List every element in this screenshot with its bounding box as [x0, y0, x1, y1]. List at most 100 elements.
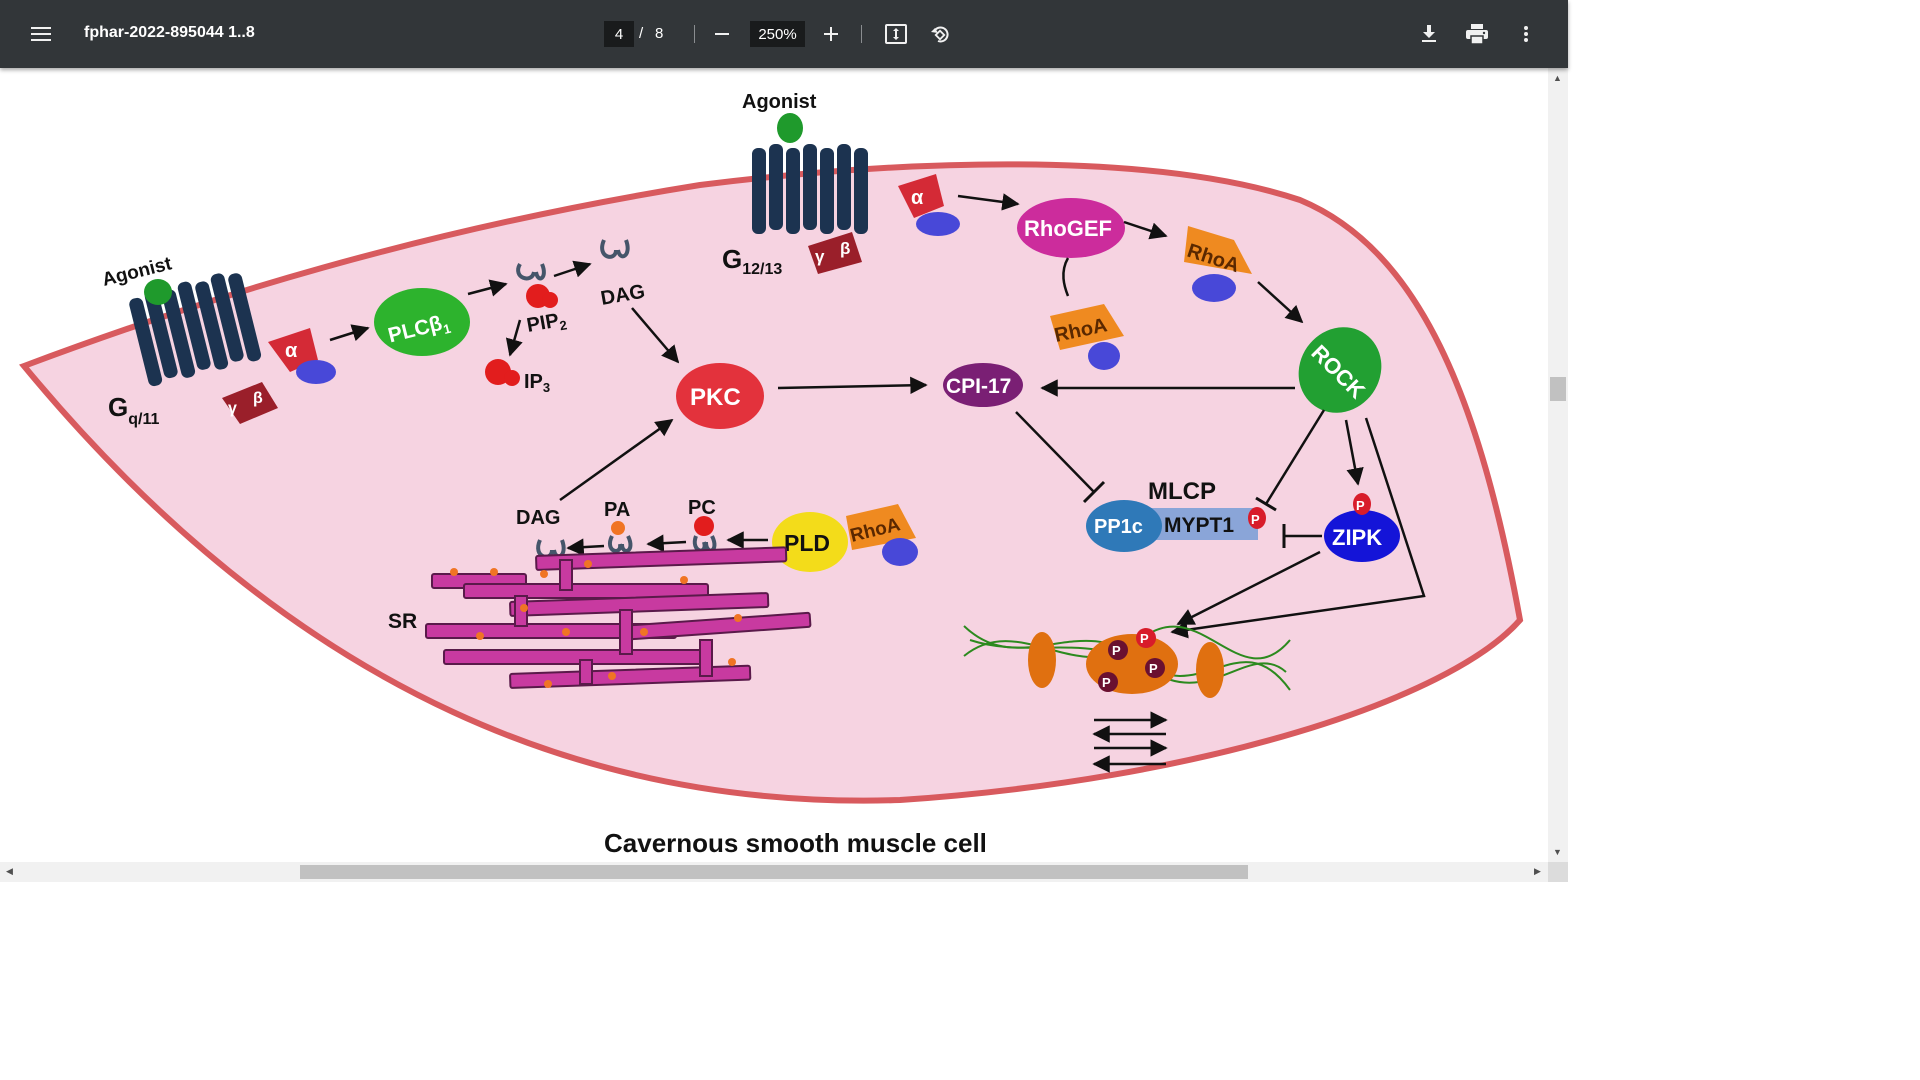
vertical-scroll-thumb[interactable] — [1550, 377, 1566, 401]
g1213-receptor — [752, 144, 868, 234]
arrow-pc-pa — [646, 534, 687, 552]
arrow-zipk-myosin — [1176, 550, 1321, 626]
arrow-plcb-pip2 — [467, 279, 508, 297]
zoom-in-icon[interactable] — [816, 20, 846, 48]
myosin-head-right — [1196, 642, 1224, 698]
mypt1-node — [1150, 508, 1258, 540]
inhibit-cpi17-mlcp — [1015, 411, 1095, 493]
pp1c-node — [1086, 500, 1162, 552]
arrow-dag-pkc — [631, 307, 680, 364]
fit-page-icon[interactable] — [881, 20, 911, 48]
rhogef-rhoa-link — [1062, 257, 1070, 297]
contraction-arrows — [1092, 711, 1168, 773]
gq-gamma-label: γ — [228, 400, 237, 417]
g1213-label: G12/13 — [722, 244, 782, 278]
scroll-down-arrow-icon[interactable]: ▼ — [1553, 847, 1562, 857]
print-icon[interactable] — [1462, 19, 1492, 49]
agonist-top-label: Agonist — [742, 91, 817, 113]
zipk-phospho — [1353, 493, 1371, 515]
pld-label: PLD — [784, 530, 830, 556]
scrollbar-corner — [1548, 862, 1568, 882]
pld-node — [772, 512, 848, 572]
document-title: fphar-2022-895044 1..8 — [84, 24, 255, 41]
g1213-alpha-label: α — [911, 187, 924, 209]
inhibit-rock-mlcp — [1264, 409, 1326, 505]
plcb-node — [374, 288, 470, 356]
arrow-rhoa-rock — [1257, 281, 1304, 324]
hamburger-menu-icon[interactable] — [22, 16, 60, 52]
vertical-scrollbar[interactable] — [1548, 68, 1568, 862]
arrow-rock-myosin — [1170, 417, 1426, 639]
pc-head — [694, 516, 714, 536]
scroll-left-arrow-icon[interactable]: ◀ — [6, 866, 13, 876]
cell-membrane — [19, 161, 1524, 804]
pc-label: PC — [688, 497, 716, 519]
g1213-bg-blue-subunit — [916, 212, 960, 236]
zipk-node — [1324, 510, 1400, 562]
gq-receptor — [129, 273, 262, 387]
signaling-pathway-figure: Agonist Gq/11 α γ β PLCβ1 PIP2 IP3 DAG P… — [19, 91, 1524, 804]
agonist-top-ligand — [777, 113, 803, 143]
total-pages: 8 — [655, 25, 664, 42]
g1213-alpha-subunit — [898, 174, 944, 218]
g1213-gamma-label: γ — [815, 247, 825, 266]
sr-label: SR — [388, 610, 417, 633]
more-options-icon[interactable] — [1511, 19, 1541, 49]
pkc-node — [676, 363, 764, 429]
rotate-icon[interactable] — [925, 19, 955, 49]
arrow-alpha-plcb — [329, 324, 370, 342]
mypt1-phospho — [1248, 507, 1266, 529]
sarcoplasmic-reticulum — [425, 546, 812, 689]
pdf-toolbar: fphar-2022-895044 1..8 4 / 8 250% — [0, 0, 1568, 68]
arrow-dag-pkc-bottom — [559, 418, 674, 502]
svg-text:P: P — [1356, 498, 1365, 513]
zipk-label: ZIPK — [1332, 525, 1382, 550]
mypt1-label: MYPT1 — [1164, 514, 1234, 537]
arrow-pa-dag — [566, 538, 605, 556]
cpi17-label: CPI-17 — [946, 375, 1011, 398]
pp1c-label: PP1c — [1094, 516, 1143, 538]
svg-text:P: P — [1112, 643, 1121, 658]
rock-node — [1298, 327, 1382, 413]
arrow-rhogef-rhoa — [1123, 220, 1168, 240]
scroll-up-arrow-icon[interactable]: ▲ — [1553, 73, 1562, 83]
pip2-lipid — [516, 263, 546, 281]
zoom-out-icon[interactable] — [707, 20, 737, 48]
myosin-head-left — [1028, 632, 1056, 688]
page-separator: / — [639, 25, 644, 42]
horizontal-scroll-thumb[interactable] — [300, 865, 1248, 879]
arrow-alpha-rhogef — [957, 193, 1020, 211]
arrow-pip2-ip3 — [505, 319, 523, 357]
toolbar-divider — [861, 25, 862, 43]
pkc-label: PKC — [690, 384, 741, 411]
dag-top-lipid — [600, 239, 630, 259]
gq-alpha-label: α — [285, 340, 298, 362]
svg-text:P: P — [1251, 512, 1260, 527]
gq-gamma-beta-subunit — [222, 382, 278, 424]
agonist-left-ligand — [144, 279, 172, 305]
g1213-gamma-beta-subunit — [808, 232, 862, 274]
document-viewport[interactable]: Agonist Gq/11 α γ β PLCβ1 PIP2 IP3 DAG P… — [0, 68, 1548, 862]
dag-bottom-label: DAG — [516, 507, 560, 529]
mlcp-label: MLCP — [1148, 478, 1216, 505]
download-icon[interactable] — [1414, 19, 1444, 49]
current-page-input[interactable]: 4 — [604, 21, 634, 47]
zoom-level-input[interactable]: 250% — [750, 21, 805, 47]
toolbar-divider — [694, 25, 695, 43]
scroll-right-arrow-icon[interactable]: ▶ — [1534, 866, 1541, 876]
rhogef-label: RhoGEF — [1024, 216, 1112, 241]
sr-calcium-dots — [450, 560, 742, 688]
rhoa-active-node — [1184, 226, 1252, 274]
figure-caption: Cavernous smooth muscle cell — [604, 828, 987, 858]
svg-text:P: P — [1140, 631, 1149, 646]
pa-head — [611, 521, 625, 535]
arrow-rock-zipk — [1344, 419, 1364, 486]
gq-label: Gq/11 — [108, 392, 159, 428]
gq-beta-label: β — [253, 390, 263, 407]
ip3-label: IP3 — [524, 371, 550, 395]
arrow-pip2-dag — [553, 260, 592, 278]
svg-text:P: P — [1102, 675, 1111, 690]
cpi17-node — [943, 363, 1023, 407]
pa-label: PA — [604, 499, 630, 521]
gq-bg-blue-subunit — [296, 360, 336, 384]
